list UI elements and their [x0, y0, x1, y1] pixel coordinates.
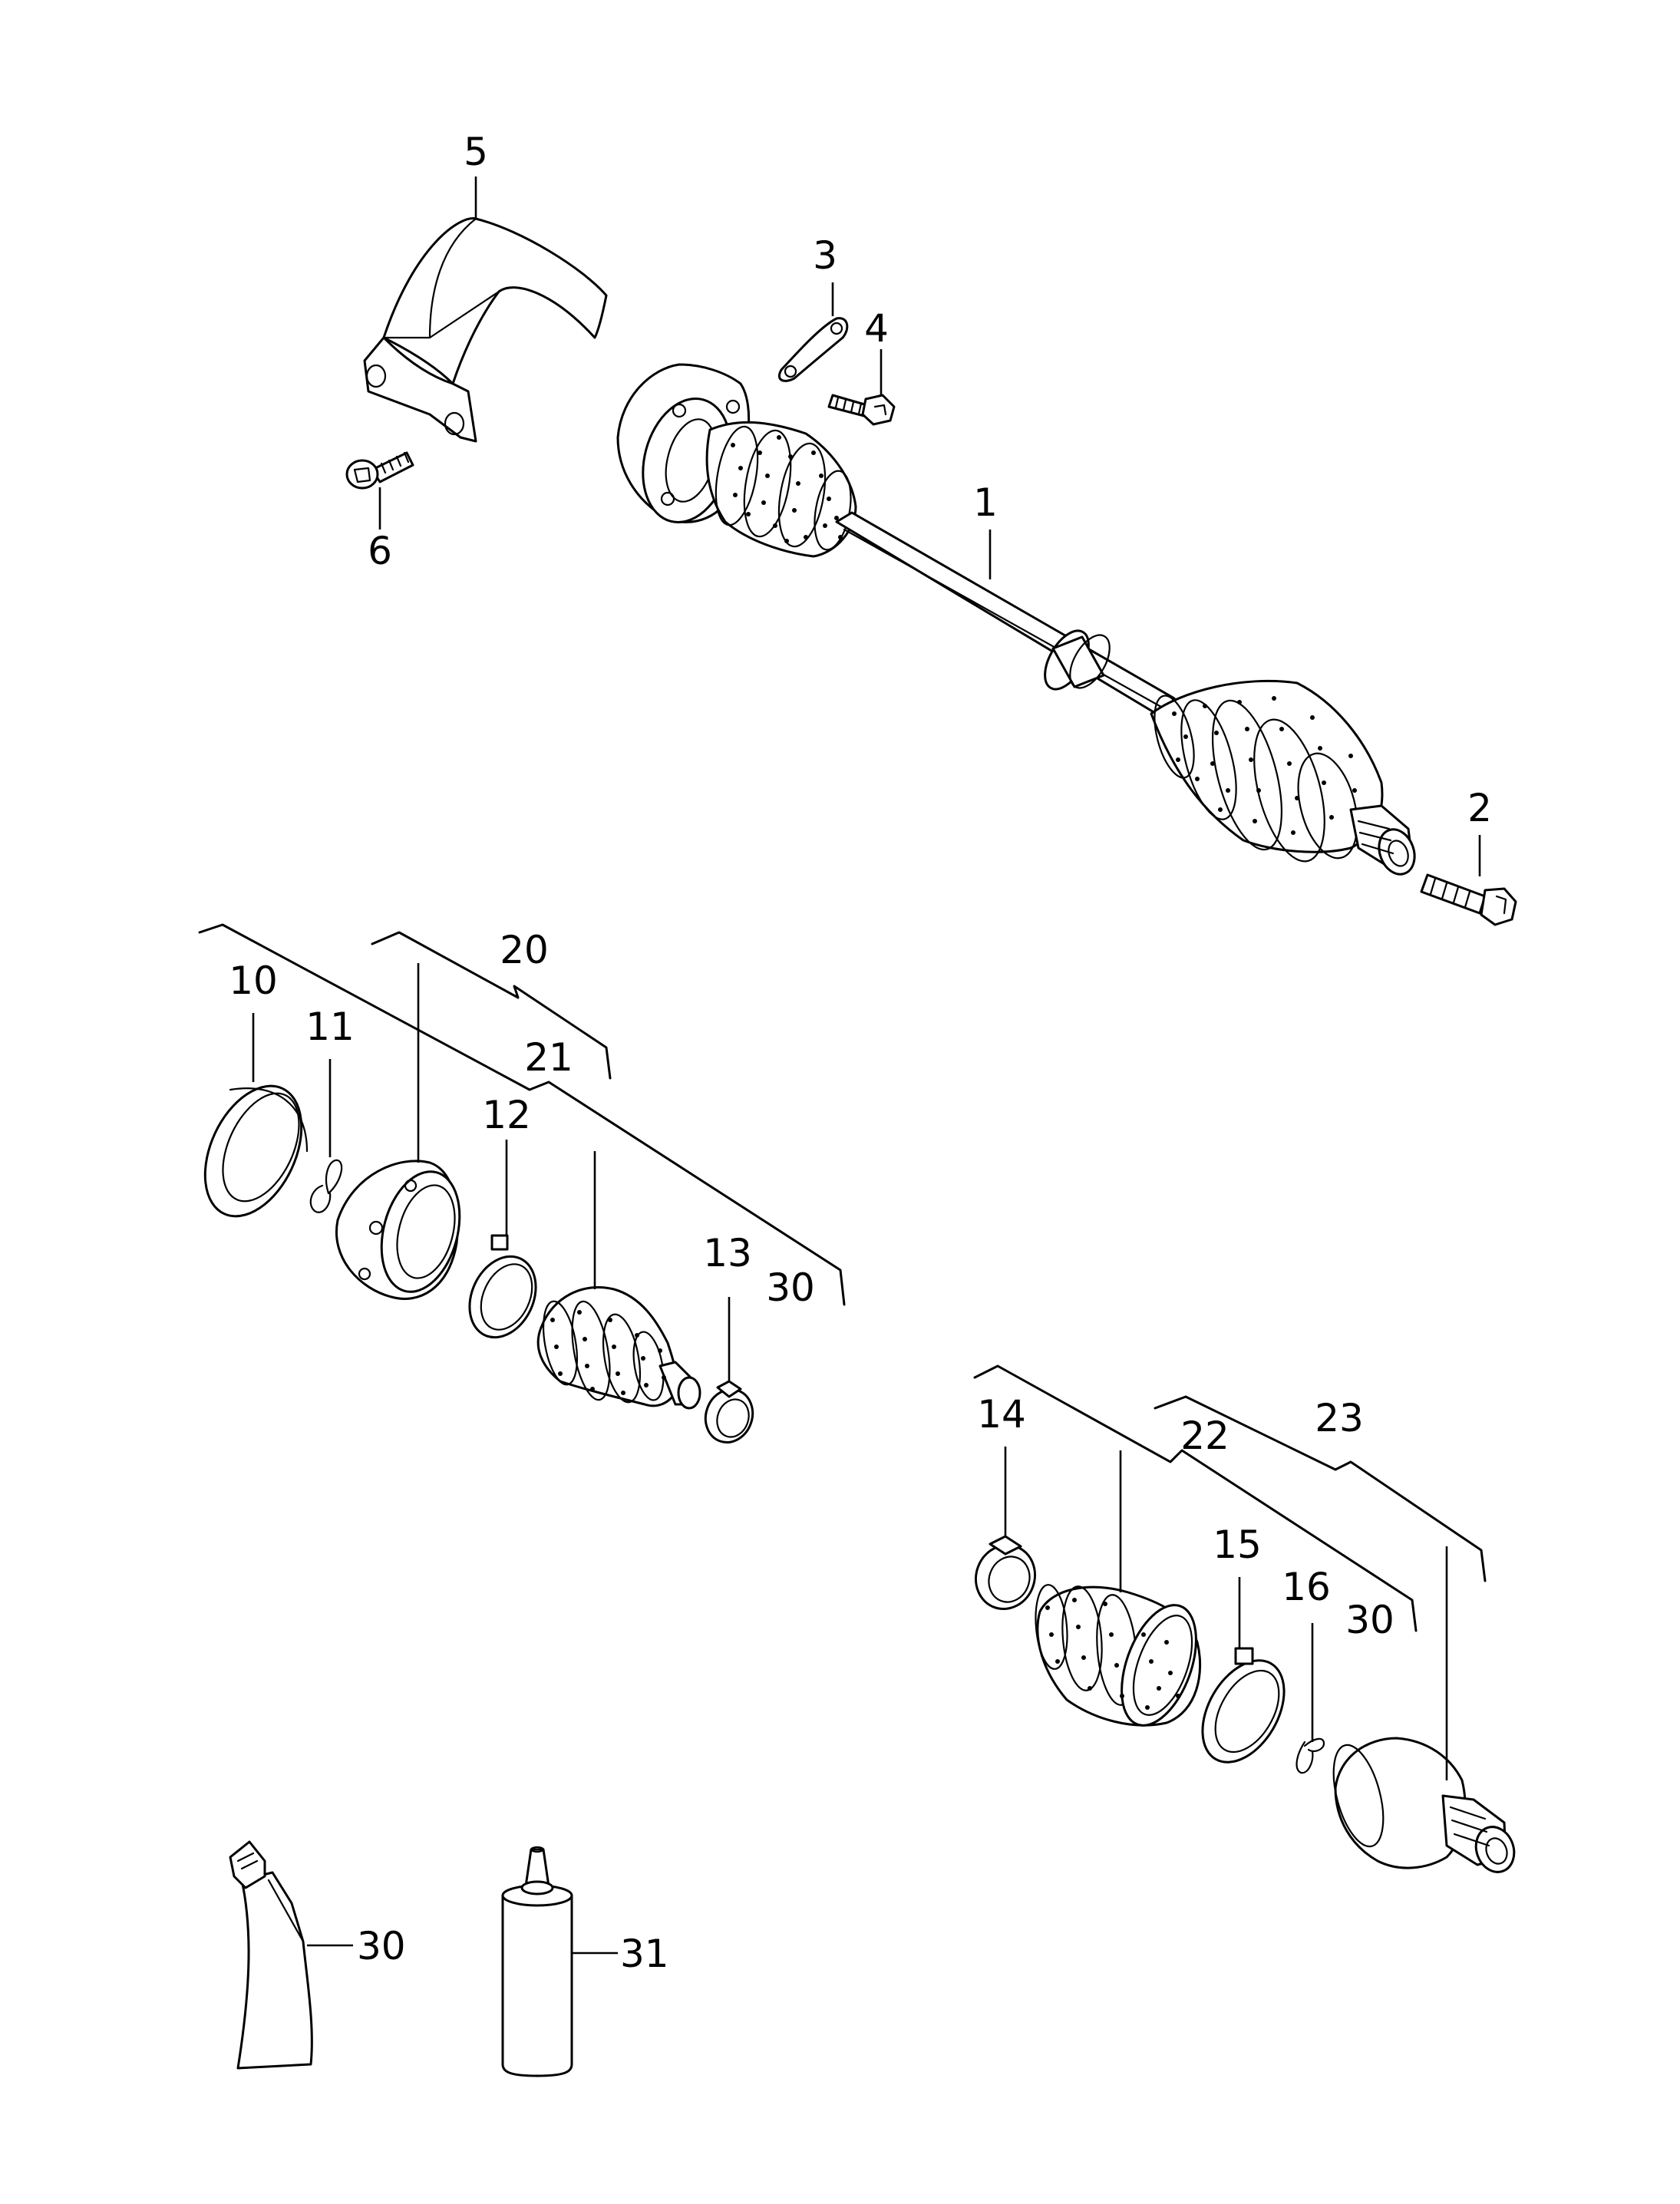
sealant-bottle: [501, 1846, 573, 2077]
heat-shield: [363, 217, 608, 443]
callout-1: 1: [973, 480, 998, 525]
callout-11: 11: [305, 1005, 355, 1049]
bolt-6: [345, 451, 414, 490]
callout-2: 2: [1467, 786, 1492, 830]
callout-3: 3: [813, 233, 837, 278]
callout-5: 5: [464, 130, 488, 174]
callout-21: 21: [524, 1035, 573, 1080]
callout-6: 6: [368, 529, 392, 573]
callout-31: 31: [620, 1932, 669, 1976]
callout-4: 4: [864, 306, 889, 351]
inner-joint-kit: [198, 923, 846, 1443]
leader-lines: [252, 177, 1481, 1955]
callout-12: 12: [482, 1093, 531, 1137]
grease-tube: [229, 1840, 313, 2070]
drive-shaft-assembly: [616, 363, 1416, 876]
callout-30-grease: 30: [357, 1924, 406, 1968]
bolt-4: [827, 394, 896, 426]
callout-labels: 5 3 4 6 1 2 10 11 20 21 12 13 30 14 22 2…: [229, 130, 1492, 1976]
outer-joint-kit: [973, 1364, 1516, 1873]
callout-15: 15: [1213, 1523, 1262, 1567]
callout-20: 20: [500, 928, 549, 972]
callout-13: 13: [703, 1231, 752, 1275]
callout-16: 16: [1282, 1565, 1331, 1609]
callout-23: 23: [1315, 1396, 1364, 1440]
callout-14: 14: [977, 1392, 1026, 1437]
bolt-2: [1420, 873, 1517, 926]
callout-22: 22: [1180, 1414, 1229, 1458]
callout-30-right-group: 30: [1345, 1598, 1394, 1642]
lock-plate-3: [777, 317, 849, 382]
callout-10: 10: [229, 958, 278, 1003]
callout-30-left-group: 30: [766, 1265, 815, 1310]
